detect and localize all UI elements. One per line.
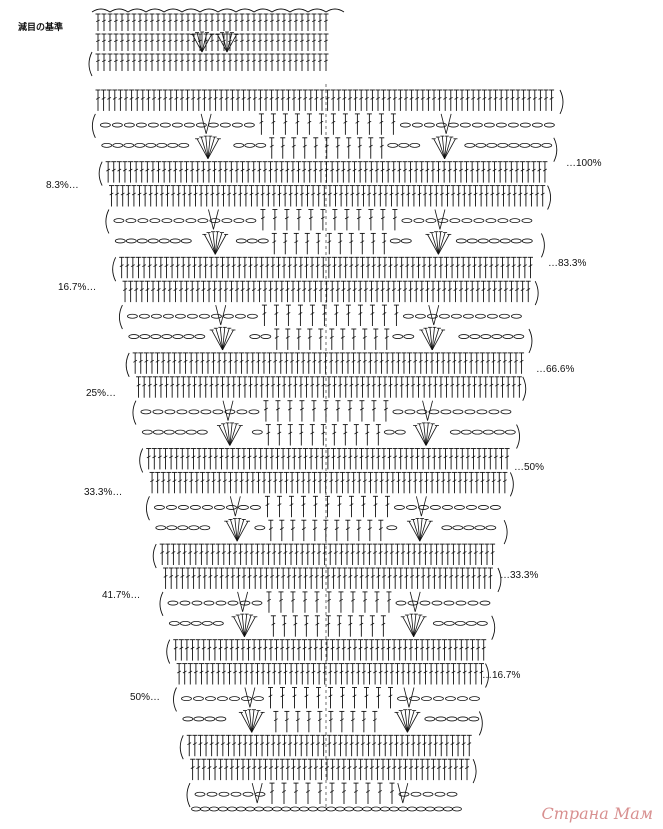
left-percent-label-5: 41.7%… (102, 590, 141, 601)
watermark-logo: Страна Мам (541, 804, 653, 823)
left-percent-label-2: 16.7%… (58, 282, 97, 293)
right-percent-label-2: …83.3% (548, 258, 587, 269)
decrease-sample-swatch (88, 8, 345, 77)
right-percent-label-6: …16.7% (482, 670, 521, 681)
left-percent-label-6: 50%… (130, 692, 161, 703)
crochet-body (91, 84, 564, 812)
right-percent-label-4: …50% (514, 462, 545, 473)
left-percent-label-3: 25%… (86, 388, 117, 399)
left-percent-label-4: 33.3%… (84, 487, 123, 498)
left-percent-label-1: 8.3%… (46, 180, 79, 191)
right-percent-label-5: …33.3% (500, 570, 539, 581)
right-percent-label-3: …66.6% (536, 364, 575, 375)
chart-title: 減目の基準 (18, 23, 64, 33)
right-percent-label-1: …100% (566, 158, 602, 169)
